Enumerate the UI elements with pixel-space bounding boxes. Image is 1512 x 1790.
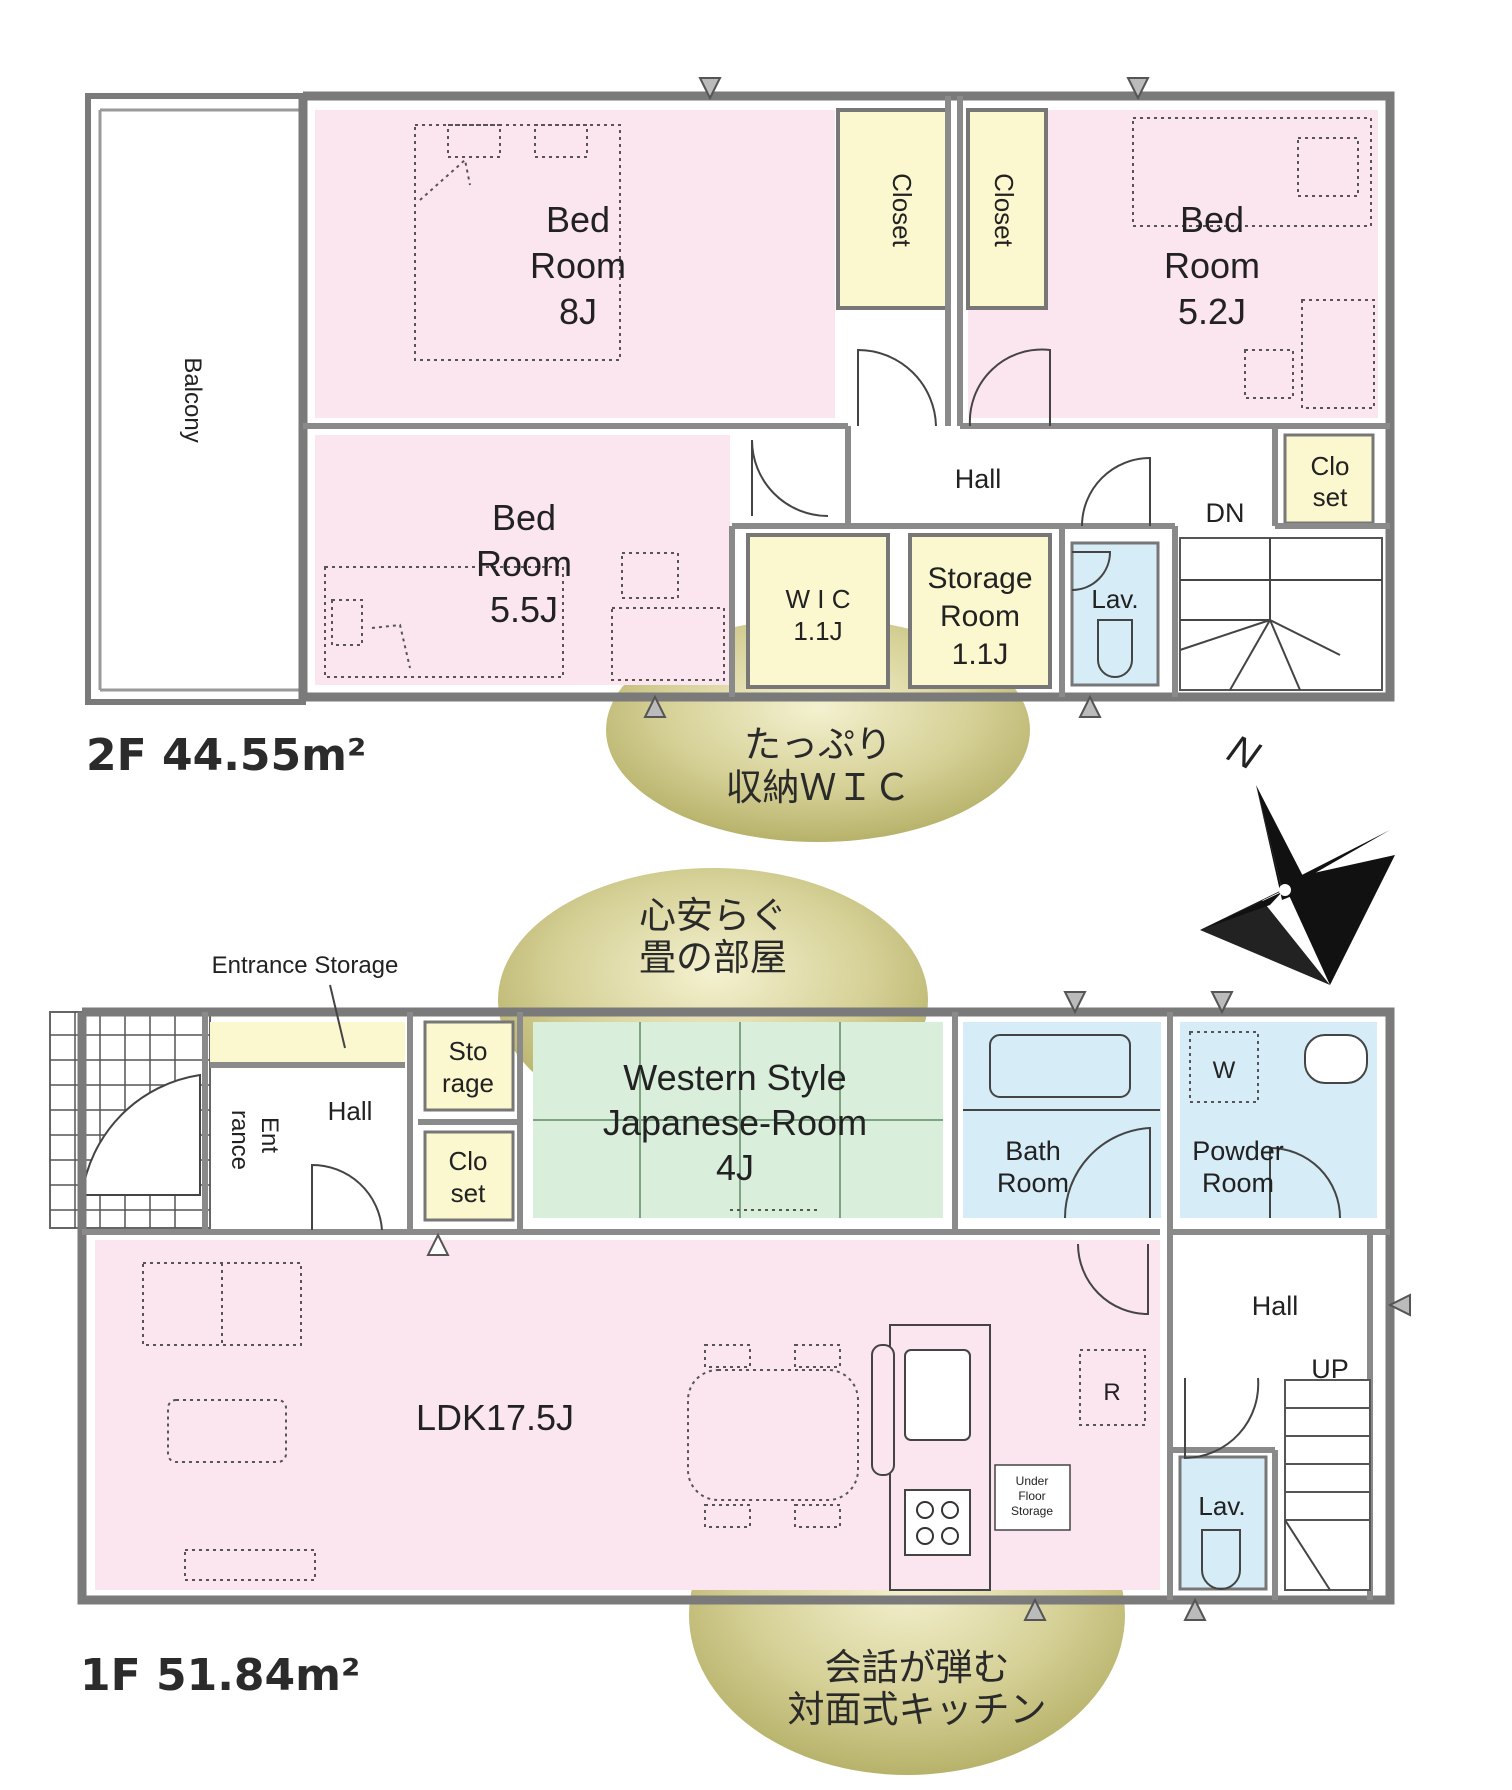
bedroom-8j-label: Bed Room 8J xyxy=(530,199,626,332)
closet-1f-label: Clo set xyxy=(448,1146,487,1208)
callout-tatami-line2: 畳の部屋 xyxy=(639,936,787,979)
japanese-room-label: Western Style Japanese-Room 4J xyxy=(603,1057,867,1188)
wic-label: W I C 1.1J xyxy=(786,584,851,646)
entrance-label: Ent rance xyxy=(226,1110,283,1170)
entrance-storage-label: Entrance Storage xyxy=(212,952,399,979)
lav-1f-label: Lav. xyxy=(1198,1491,1245,1521)
svg-text:Room: Room xyxy=(940,600,1020,633)
dn-label: DN xyxy=(1206,498,1245,528)
closet-small-2f xyxy=(1283,433,1375,525)
callout-wic-line2: 収納ＷＩＣ xyxy=(726,766,911,809)
svg-text:Storage: Storage xyxy=(927,562,1032,595)
svg-text:Bath: Bath xyxy=(1005,1136,1061,1166)
closet-small-2f-label: Clo set xyxy=(1310,451,1349,512)
svg-text:5.5J: 5.5J xyxy=(490,589,558,630)
callout-wic-line1: たっぷり xyxy=(744,723,892,766)
balcony-label: Balcony xyxy=(179,357,206,442)
closet-a-label: Closet xyxy=(887,173,917,247)
hall-2f-label: Hall xyxy=(955,464,1002,494)
svg-text:Bed: Bed xyxy=(492,497,556,538)
svg-text:Japanese-Room: Japanese-Room xyxy=(603,1102,867,1143)
svg-text:Powder: Powder xyxy=(1192,1136,1284,1166)
bath-room-label: Bath Room xyxy=(997,1136,1069,1198)
storage-room-label: Storage Room 1.1J xyxy=(927,562,1032,671)
washer-label: W xyxy=(1213,1057,1236,1084)
powder-room-label: Powder Room xyxy=(1192,1136,1284,1198)
under-floor-label-3: Storage xyxy=(1011,1504,1053,1518)
under-floor-label-2: Floor xyxy=(1018,1489,1045,1503)
svg-text:Western Style: Western Style xyxy=(623,1057,846,1098)
hall-right-label: Hall xyxy=(1252,1291,1299,1321)
lav-2f-label: Lav. xyxy=(1091,584,1138,614)
callout-kitchen-line2: 対面式キッチン xyxy=(788,1688,1047,1731)
storage-1f-label: Sto rage xyxy=(442,1036,494,1098)
svg-text:rance: rance xyxy=(226,1110,253,1170)
lav-2f xyxy=(1070,541,1160,687)
stairs-2f xyxy=(1179,537,1383,691)
svg-text:W I C: W I C xyxy=(786,584,851,614)
entrance-porch xyxy=(49,1011,211,1229)
ldk-label: LDK17.5J xyxy=(416,1397,574,1438)
bedroom-5-2j-label: Bed Room 5.2J xyxy=(1164,199,1260,332)
svg-text:Room: Room xyxy=(1202,1168,1274,1198)
area-2f: 2F 44.55m² xyxy=(86,730,366,781)
svg-text:Sto: Sto xyxy=(448,1036,487,1066)
storage-1f xyxy=(423,1020,515,1112)
balcony xyxy=(85,93,306,705)
svg-text:set: set xyxy=(451,1178,486,1208)
bedroom-5-5j-label: Bed Room 5.5J xyxy=(476,497,572,630)
floor-2: Balcony xyxy=(85,77,1395,781)
svg-text:8J: 8J xyxy=(559,291,597,332)
svg-text:Room: Room xyxy=(997,1168,1069,1198)
bedroom-5-5j xyxy=(315,435,730,685)
wic xyxy=(746,533,890,689)
ldk xyxy=(95,1240,1160,1590)
svg-text:Room: Room xyxy=(476,543,572,584)
compass-north-label: N xyxy=(1221,727,1266,779)
callout-kitchen-line1: 会話が弾む xyxy=(825,1646,1010,1689)
storage-room xyxy=(908,533,1052,689)
svg-text:5.2J: 5.2J xyxy=(1178,291,1246,332)
svg-text:set: set xyxy=(1313,482,1348,512)
svg-text:Room: Room xyxy=(530,245,626,286)
svg-text:Bed: Bed xyxy=(1180,199,1244,240)
closet-b-label: Closet xyxy=(989,173,1019,247)
lav-1f xyxy=(1178,1455,1268,1591)
svg-text:1.1J: 1.1J xyxy=(952,638,1009,671)
svg-text:1.1J: 1.1J xyxy=(793,616,842,646)
stairs-1f xyxy=(1284,1379,1371,1591)
svg-text:Bed: Bed xyxy=(546,199,610,240)
kitchen-counter: Under Floor Storage R xyxy=(871,1324,1146,1591)
svg-text:Clo: Clo xyxy=(1310,451,1349,481)
bedroom-8j xyxy=(315,110,835,418)
svg-text:4J: 4J xyxy=(716,1147,754,1188)
under-floor-label-1: Under xyxy=(1016,1474,1049,1488)
callout-tatami-line1: 心安らぐ xyxy=(639,894,787,937)
floor-1: W Under Floor Storage R xyxy=(49,952,1411,1701)
svg-text:Ent: Ent xyxy=(256,1117,283,1153)
up-label: UP xyxy=(1311,1354,1349,1384)
closet-b xyxy=(966,108,1048,310)
fridge-label: R xyxy=(1103,1379,1120,1406)
area-1f: 1F 51.84m² xyxy=(80,1650,360,1701)
entrance-storage xyxy=(210,1022,405,1062)
svg-text:rage: rage xyxy=(442,1068,494,1098)
svg-text:Clo: Clo xyxy=(448,1146,487,1176)
bath-room xyxy=(963,1022,1161,1218)
hall-left-label: Hall xyxy=(328,1096,373,1126)
svg-text:Room: Room xyxy=(1164,245,1260,286)
closet-1f xyxy=(423,1130,515,1222)
compass: N xyxy=(1200,727,1395,985)
